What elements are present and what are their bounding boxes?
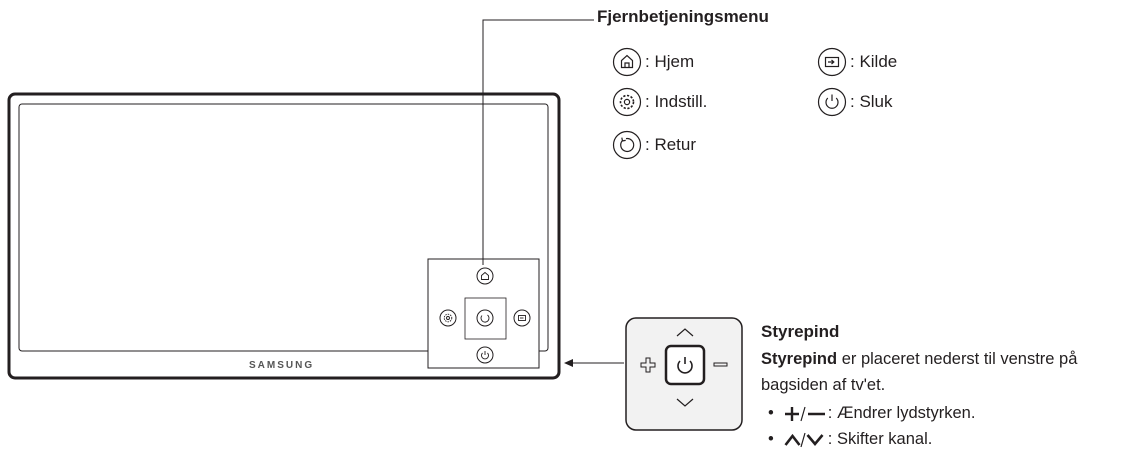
menu-item-source-label: : Kilde [850, 52, 898, 71]
source-icon [817, 47, 847, 77]
settings-icon [612, 87, 642, 117]
menu-item-home: : Hjem [612, 46, 694, 78]
panel-return-icon [476, 309, 494, 327]
joystick-down-icon [676, 398, 694, 407]
joystick-center-button [664, 344, 706, 386]
menu-item-power-label: : Sluk [850, 92, 893, 111]
joystick-arrowhead [564, 359, 573, 367]
remote-menu-title: Fjernbetjeningsmenu [597, 7, 769, 26]
joystick-description: Styrepind er placeret nederst til venstr… [761, 346, 1137, 398]
panel-settings-icon [439, 309, 457, 327]
joystick-plus-icon [640, 357, 656, 373]
menu-item-return: : Retur [612, 129, 696, 161]
joystick-up-icon [676, 328, 694, 337]
panel-power-icon [476, 346, 494, 364]
menu-item-return-label: : Retur [645, 135, 697, 154]
panel-home-icon [476, 267, 494, 285]
menu-item-home-label: : Hjem [645, 52, 695, 71]
joystick-description-bold: Styrepind [761, 350, 838, 368]
bullet-channel-text: : Skifter kanal. [827, 430, 933, 448]
bullet-dot: • [768, 430, 774, 448]
up-down-icon [784, 432, 824, 447]
tv-brand-logo: SAMSUNG [249, 360, 315, 371]
menu-leader-line [482, 19, 594, 265]
menu-item-settings-label: : Indstill. [645, 92, 708, 111]
bullet-volume: • +/− : Ændrer lydstyrken. [768, 404, 975, 423]
home-icon [612, 47, 642, 77]
joystick-power-icon [677, 357, 693, 374]
power-icon [817, 87, 847, 117]
menu-item-power: : Sluk [817, 86, 893, 118]
menu-item-settings: : Indstill. [612, 86, 707, 118]
joystick-minus-icon [713, 362, 728, 367]
bullet-volume-text: : Ændrer lydstyrken. [827, 404, 976, 422]
tv-screen [18, 103, 549, 352]
bullet-dot: • [768, 404, 774, 422]
joystick-title: Styrepind [761, 322, 840, 341]
return-icon [612, 130, 642, 160]
bullet-channel: • ∧/∨ : Skifter kanal. [768, 430, 932, 449]
joystick-description-rest: er placeret nederst til venstre på bagsi… [761, 350, 1078, 394]
plus-minus-icon [784, 406, 825, 421]
panel-source-icon [513, 309, 531, 327]
menu-item-source: : Kilde [817, 46, 897, 78]
